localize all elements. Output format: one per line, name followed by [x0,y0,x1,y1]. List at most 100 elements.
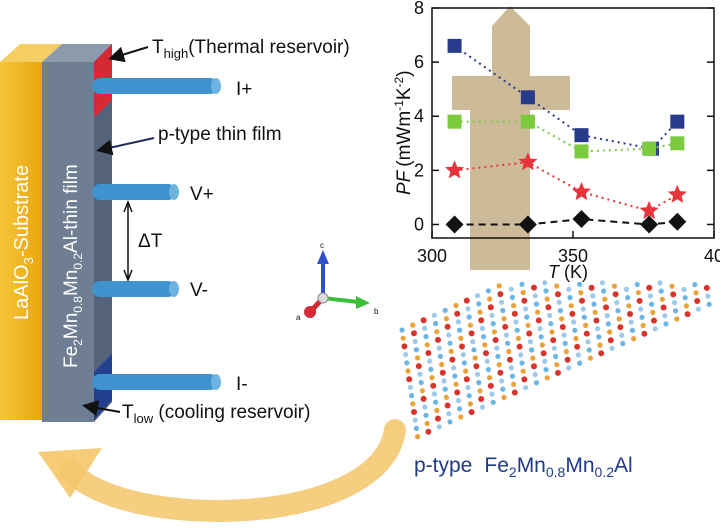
data-point-square [520,114,535,129]
lattice-atom [476,301,482,307]
lattice-atom [422,404,428,410]
lattice-atom [443,316,449,322]
lattice-atom [457,406,463,412]
probes [92,78,221,390]
lattice-atom [554,283,560,289]
lattice-atom [595,326,601,332]
lattice-atom [525,322,531,328]
lattice-atom [458,414,464,420]
lattice-atom [468,409,475,416]
lattice-atom [471,347,477,353]
lattice-atom [520,289,526,296]
data-point-square [670,136,685,151]
lattice-atom [663,321,669,327]
lattice-atom [496,362,502,368]
lattice-atom [623,286,630,292]
lattice-atom [499,299,505,305]
data-point-star [639,200,659,219]
lattice-atom [526,330,533,337]
lattice-atom [593,317,600,324]
lattice-atom [446,332,452,338]
lattice-atom [531,363,537,370]
lattice-atom [521,376,528,383]
lattice-atom [692,282,698,288]
chart-y-label: PF(mWm-1K-2) [392,70,415,195]
lattice-atom [588,284,595,291]
lattice-atom [412,338,418,345]
lattice-atom [614,299,620,306]
lattice-atom [607,329,613,335]
lattice-atom [430,382,437,389]
lattice-atom [564,356,571,363]
lattice-atom [400,335,406,341]
lattice-atom [561,332,567,338]
lattice-atom [551,345,558,351]
lattice-atom [496,283,502,289]
lattice-atom [494,345,500,351]
lattice-atom [410,322,416,328]
lattice-atom [487,304,494,311]
probe-v-plus [92,184,179,200]
lattice-atom [423,334,429,340]
y-tick-label: 8 [414,0,424,18]
lattice-atom [420,395,427,402]
data-point-square [447,38,462,53]
lattice-atom [639,314,645,320]
lattice-atom [530,355,536,361]
probe-label-i-minus: I- [236,374,248,395]
lattice-atom [635,290,642,296]
lattice-atom [406,376,413,383]
lattice-atom [434,329,440,335]
axis-b-label: b [374,307,379,316]
lattice-atom [559,316,565,322]
lattice-atom [562,340,568,346]
lattice-atom [503,332,509,338]
lattice-atom [651,317,657,324]
lattice-atom [439,361,445,368]
lattice-atom [433,320,439,327]
lattice-atom [579,297,585,304]
lattice-atom [415,363,422,370]
lattice-atom [609,345,615,351]
film-label: Fe2Mn0.8Mn0.2Al-thin film [61,164,85,368]
lattice-atom [460,352,466,358]
lattice-atom [506,348,512,355]
lattice-atom [596,334,602,340]
lattice-atom [442,307,448,313]
lattice-atom [578,290,584,296]
x-tick-label: 300 [417,246,447,266]
lattice-atom [483,350,489,357]
lattice-atom [473,363,480,370]
data-point-square [670,114,685,129]
lattice-atom [453,381,459,387]
lattice-atom [575,352,582,358]
lattice-atom [555,291,561,298]
lattice-atom [449,356,456,363]
lattice-atom [590,293,596,299]
lattice-atom [510,303,517,309]
data-point-star [445,160,465,179]
lattice-atom [706,301,712,307]
lattice-atom [412,417,418,423]
lattice-atom [451,365,457,371]
lattice-atom [523,385,529,391]
lattice-atom [443,394,449,400]
lattice-atom [524,314,530,320]
lattice-atom [540,350,547,357]
lattice-atom [420,317,427,324]
lattice-atom [535,309,541,315]
lattice-atom [475,371,481,377]
low-reservoir-label: Tlow (cooling reservoir) [122,402,310,426]
lattice-atom [520,368,526,374]
data-point-square [642,141,657,156]
lattice-atom [433,399,439,405]
lattice-atom [457,327,463,333]
high-reservoir-label: Thigh(Thermal reservoir) [152,37,350,61]
film-top-face [42,44,112,62]
heating-direction-arrow [452,6,570,270]
lattice-atom [424,420,430,427]
lattice-atom [583,322,589,328]
lattice-atom [436,345,442,351]
lattice-atom [435,415,441,422]
lattice-atom [625,295,631,301]
